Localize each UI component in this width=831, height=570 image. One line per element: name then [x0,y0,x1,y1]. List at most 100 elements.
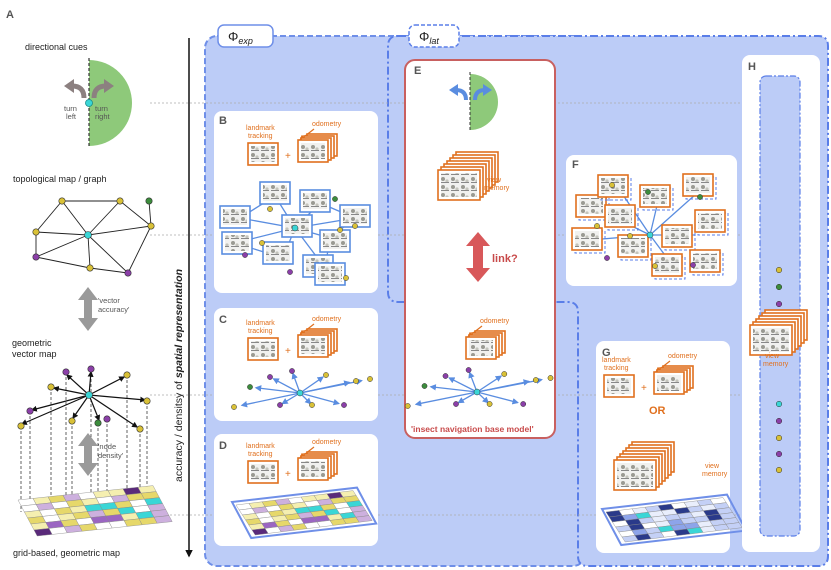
node-density-arrow [78,433,98,476]
turn-left-label-2: left [66,112,77,121]
vector-arrow [457,391,478,404]
panel-b-views [219,181,371,286]
odometry-label: odometry [668,353,698,360]
graph-node-dot [352,223,358,229]
accuracy-axis-label: accuracy / densitsy of spatial represent… [173,269,185,482]
panel-letter-c: C [219,314,227,326]
node-density-label-2: density' [98,451,124,460]
panel-c-vector-star [231,368,373,410]
graph-view-node [339,204,371,228]
panel-f-views [571,173,729,280]
graph-node-dot [604,255,610,261]
vector-arrow [240,392,301,408]
landmark-label-2: tracking [248,328,273,335]
geometric-label-1: geometric [12,338,52,348]
phi-exp-label: Φexp [217,24,274,48]
h-view-label-2: memory [763,361,789,368]
vector-node-dot [309,402,315,408]
vector-center-dot [473,388,481,396]
node-density-label-1: 'node [98,442,116,451]
graph-view-node [651,253,683,277]
landmark-label-1: landmark [246,320,275,327]
panel-c [214,308,378,421]
vector-arrow [254,385,301,394]
vector-node-dot [465,367,472,373]
graph-node-dot [697,194,703,200]
topological-graph [35,200,152,274]
panel-e-view-memory [437,151,499,201]
graph-view-node [319,229,351,253]
graph-node-dot [627,233,633,239]
vector-node-dot [247,384,253,390]
g-view-label-2: memory [702,471,728,478]
vector-node-dot [453,401,459,407]
vector-arrow [414,391,478,407]
link-arrow [466,232,490,282]
vector-arrow [448,377,478,393]
graph-view-node [262,241,294,265]
graph-node-dot [332,196,338,202]
graph-node-dot [594,223,600,229]
vector-arrow [468,371,478,393]
panel-letter-b: B [219,115,227,127]
panel-letter-a: A [6,9,14,21]
graph-node-dot [287,269,293,275]
topological-nodes [32,197,155,277]
vector-node-dot [486,401,493,407]
odometry-label: odometry [312,439,342,446]
vector-node-dot [501,371,508,377]
view-memory-frame [749,324,793,356]
vector-arrow [429,384,478,393]
grid-cell [153,515,173,524]
landmark-snapshot [247,337,279,361]
vector-node-dot [289,368,295,374]
graph-view-node [575,194,607,218]
grid-map-g [600,493,748,547]
graph-view-node [571,227,603,251]
vector-arrow [281,392,301,405]
panel-e-vector-star [404,367,554,409]
svg-text:Φlat: Φlat [419,29,439,46]
graph-node-dot [259,240,265,246]
landmark-label-1: landmark [602,357,631,364]
odometry-label: odometry [312,316,342,323]
panel-letter-d: D [219,440,227,452]
vector-center-dot [296,389,304,397]
vector-accuracy-arrow [78,287,98,331]
panel-h-nodes [775,266,783,474]
panel-letter-g: G [602,347,611,359]
graph-view-node [221,231,253,255]
view-memory-frame [297,139,329,163]
graph-node-dot [267,206,273,212]
e-view-label-1: view [487,177,502,184]
panel-g-view-memory [613,441,675,491]
graph-node-dot [690,262,696,268]
vector-arrow [476,377,543,393]
odometry-label: odometry [480,318,510,325]
view-memory-frame [613,459,657,491]
grid-map-d [230,486,378,540]
grid-map-a [17,485,173,537]
vector-node-dot [547,375,554,381]
vector-arrow [272,378,301,394]
grid-border [230,486,378,540]
landmark-snapshot [247,460,279,484]
vector-node-dot [442,373,449,379]
graph-view-node [639,184,671,208]
view-memory-frame [465,336,497,360]
vector-arrow [291,372,301,394]
vector-node-dot [353,378,359,384]
vector-map-nodes [17,365,151,433]
panel-b [214,111,378,293]
panel-e-odometry: odometry [465,318,510,360]
phi-lat-label: Φlat [408,24,460,48]
g-view-label-1: view [705,463,720,470]
graph-view-node [661,224,693,248]
vector-node-dot [277,402,283,408]
topological-label: topological map / graph [13,174,107,184]
landmark-snapshot [247,142,279,166]
geometric-label-2: vector map [12,349,57,359]
